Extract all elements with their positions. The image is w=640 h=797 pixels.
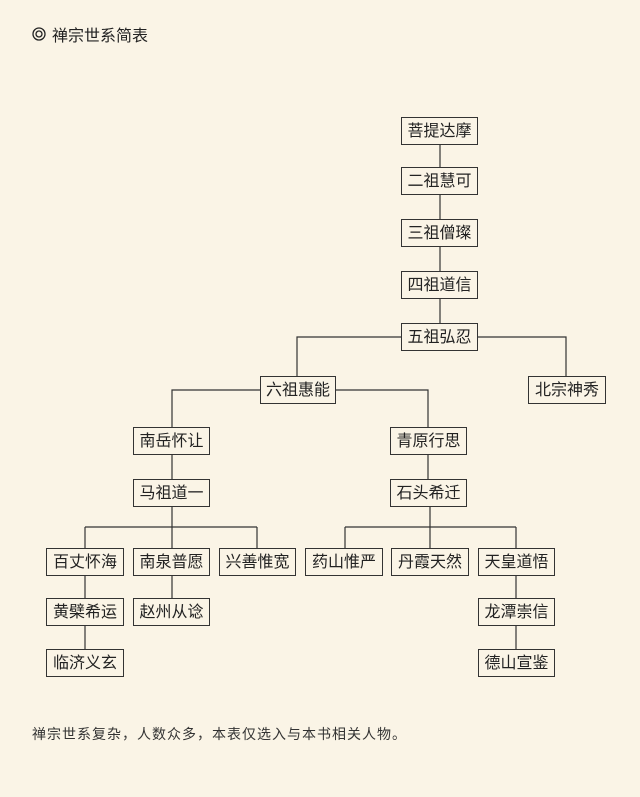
node-xingshan: 兴善惟宽 — [219, 548, 296, 576]
page-title: 禅宗世系简表 — [32, 22, 148, 46]
node-shenxiu: 北宗神秀 — [528, 376, 606, 404]
node-huike: 二祖慧可 — [401, 167, 478, 195]
node-bodhidharma: 菩提达摩 — [401, 117, 478, 145]
node-linji: 临济义玄 — [46, 649, 124, 677]
node-daoxin: 四祖道信 — [401, 271, 478, 299]
node-deshan: 德山宣鉴 — [478, 649, 555, 677]
footnote: 禅宗世系复杂，人数众多，本表仅选入与本书相关人物。 — [32, 727, 407, 743]
node-huairang: 南岳怀让 — [133, 427, 210, 455]
node-baizhang: 百丈怀海 — [46, 548, 124, 576]
double-circle-icon — [32, 27, 46, 41]
node-danxia: 丹霞天然 — [391, 548, 469, 576]
node-sengcan: 三祖僧璨 — [401, 219, 478, 247]
node-longtan: 龙潭崇信 — [478, 598, 555, 626]
node-tianhuang: 天皇道悟 — [478, 548, 555, 576]
node-huangbo: 黄檗希运 — [46, 598, 124, 626]
node-hongren: 五祖弘忍 — [401, 323, 478, 351]
node-shitou: 石头希迁 — [390, 479, 467, 507]
node-huineng: 六祖惠能 — [260, 376, 336, 404]
page-title-text: 禅宗世系简表 — [52, 26, 149, 45]
node-mazu: 马祖道一 — [133, 479, 210, 507]
node-zhaozhou: 赵州从谂 — [133, 598, 210, 626]
node-nanquan: 南泉普愿 — [133, 548, 210, 576]
node-yaoshan: 药山惟严 — [305, 548, 383, 576]
node-xingsi: 青原行思 — [390, 427, 467, 455]
